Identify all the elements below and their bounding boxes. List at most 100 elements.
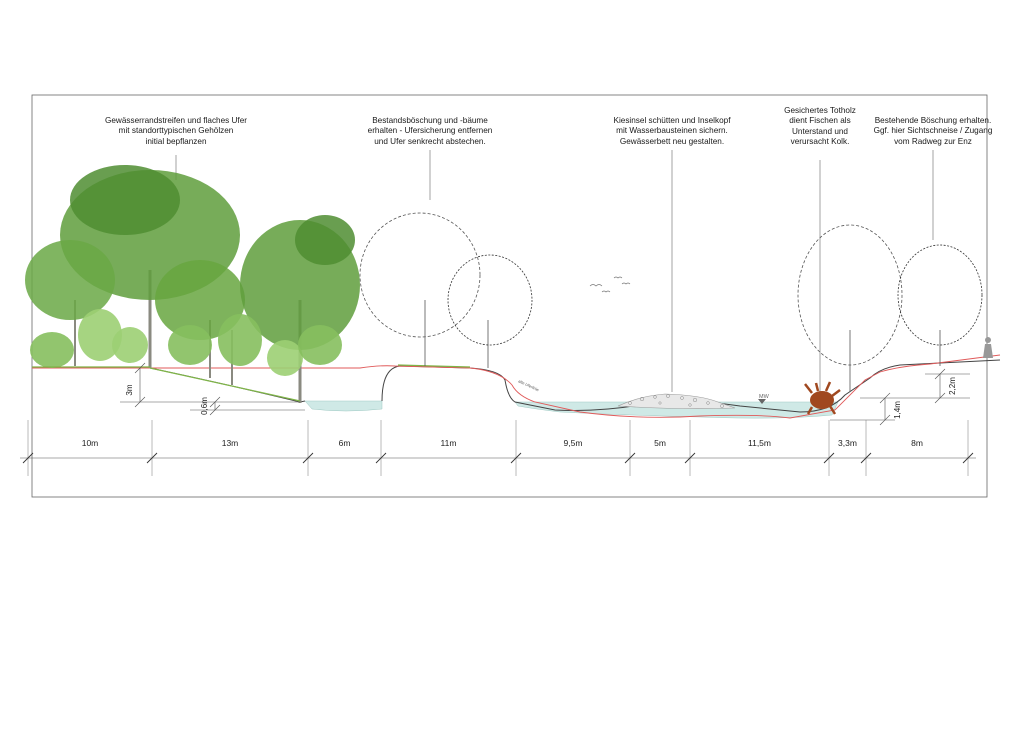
- width-dim-tick: [375, 452, 387, 464]
- annotation-line: Kiesinsel schütten und Inselkopf: [613, 116, 731, 125]
- shrub: [168, 325, 212, 365]
- shrub: [298, 325, 342, 365]
- annotation-deadwood: Gesichertes Totholz dient Fischen als Un…: [770, 106, 870, 147]
- annotation-line: vom Radweg zur Enz: [894, 136, 972, 146]
- annotation-bank: Bestandsböschung und -bäume erhalten - U…: [345, 116, 515, 147]
- deadwood: [804, 381, 841, 415]
- stone: [720, 404, 724, 408]
- bird: [613, 276, 623, 279]
- annotation-line: dient Fischen als: [789, 116, 851, 126]
- annotation-line: verursacht Kolk.: [790, 136, 850, 146]
- annotation-line: mit Wasserbausteinen sichern.: [616, 126, 728, 136]
- height-label-1-4m: 1,4m: [893, 401, 902, 419]
- width-label: 9,5m: [564, 438, 583, 448]
- height-dimensions: [120, 362, 970, 426]
- annotation-slope: Bestehende Böschung erhalten. Ggf. hier …: [858, 116, 1008, 147]
- water-existing: [304, 400, 383, 412]
- tree-crown-outline: [359, 212, 481, 338]
- existing-trees: [359, 212, 983, 392]
- grass-strip: [149, 367, 301, 402]
- width-dim-tick: [302, 452, 314, 464]
- tree-crown-outline: [797, 224, 903, 366]
- deadwood-stump: [810, 391, 834, 409]
- deadwood-roots: [804, 381, 841, 415]
- annotation-line: Ggf. hier Sichtschneise / Zugang: [873, 126, 993, 136]
- shrub: [267, 340, 303, 376]
- gravel-island: [617, 393, 736, 409]
- person-figure: [983, 337, 993, 358]
- shrub: [218, 314, 262, 366]
- shrub: [78, 309, 122, 361]
- width-label: 8m: [911, 438, 923, 448]
- gravel-stones: [628, 394, 724, 408]
- width-label: 5m: [654, 438, 666, 448]
- annotation-line: Gewässerbett neu gestalten.: [619, 136, 725, 146]
- width-dim-tick: [860, 452, 872, 464]
- width-dimension-chain: 10m 13m 6m 11m 9,5m 5m 11,5m 3,3m 8m: [20, 420, 976, 476]
- planted-trees: [25, 165, 360, 403]
- height-dim-tick: [209, 396, 221, 408]
- bird: [589, 284, 603, 287]
- bird: [621, 282, 631, 285]
- tree-crown: [25, 240, 115, 320]
- old-shoreline-label: alte Uferlinie: [518, 378, 541, 392]
- stone: [706, 401, 710, 405]
- tree-crown-outline: [897, 244, 983, 346]
- water-marker-label: MW: [759, 394, 770, 400]
- annotation-line: Bestehende Böschung erhalten.: [874, 116, 992, 125]
- tree-crown: [155, 260, 245, 340]
- tree-crown-outline: [447, 254, 533, 346]
- width-label: 11m: [441, 438, 457, 448]
- water: [304, 400, 839, 419]
- stone: [680, 396, 684, 400]
- annotation-planting: Gewässerrandstreifen und flaches Ufer mi…: [86, 116, 266, 147]
- width-label: 13m: [222, 438, 239, 448]
- annotation-line: erhalten - Ufersicherung entfernen: [367, 126, 493, 136]
- width-label: 11,5m: [748, 438, 771, 448]
- width-dim-tick: [22, 452, 34, 464]
- annotation-line: mit standorttypischen Gehölzen: [118, 126, 234, 136]
- height-labels: 3m 0,6m 1,4m 2,2m: [125, 377, 957, 419]
- person-head: [985, 337, 991, 343]
- annotation-line: Unterstand und: [792, 126, 848, 136]
- height-label-3m: 3m: [125, 384, 134, 395]
- shrub: [30, 332, 74, 368]
- width-label: 3,3m: [838, 438, 857, 448]
- annotation-line: Bestandsböschung und -bäume: [372, 116, 488, 125]
- ground-profile-design: [32, 354, 1001, 419]
- water-level-marker: MW: [758, 394, 770, 404]
- width-dim-tick: [146, 452, 158, 464]
- width-label: 6m: [339, 438, 351, 448]
- annotation-island: Kiesinsel schütten und Inselkopf mit Was…: [592, 116, 752, 147]
- width-dim-tick: [962, 452, 974, 464]
- stone: [628, 401, 632, 405]
- annotation-line: Gesichertes Totholz: [784, 106, 856, 115]
- water-marker-triangle: [758, 399, 766, 404]
- gravel-island-body: [617, 393, 736, 409]
- annotation-line: und Ufer senkrecht abstechen.: [374, 136, 486, 146]
- bird: [601, 290, 611, 293]
- width-dim-tick: [624, 452, 636, 464]
- width-dim-tick: [823, 452, 835, 464]
- shrub: [112, 327, 148, 363]
- width-dim-tick: [684, 452, 696, 464]
- height-dim-tick: [134, 362, 146, 374]
- stone: [666, 394, 670, 398]
- height-label-2-2m: 2,2m: [948, 377, 957, 395]
- stone: [688, 403, 692, 407]
- annotation-line: initial bepflanzen: [145, 136, 207, 146]
- height-label-0-6m: 0,6m: [200, 397, 209, 415]
- grass: [32, 364, 471, 402]
- width-label: 10m: [82, 438, 99, 448]
- tree-crown: [295, 215, 355, 265]
- grass-strip: [397, 364, 471, 368]
- stone: [658, 401, 662, 405]
- stone: [692, 397, 698, 403]
- birds: [589, 276, 631, 293]
- tree-crown-large: [70, 165, 180, 235]
- person-body: [983, 344, 993, 358]
- stone: [639, 396, 645, 402]
- width-dim-tick: [510, 452, 522, 464]
